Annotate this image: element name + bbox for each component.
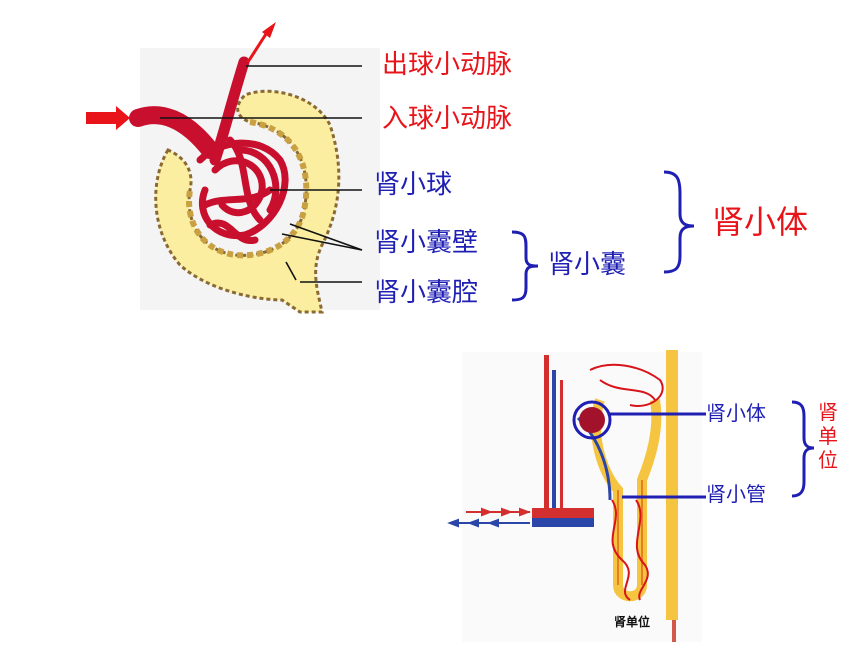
outflow-arrow-icon: [246, 33, 268, 63]
nephron-caption: 肾单位: [614, 615, 651, 629]
vein-flow-arrows: [447, 518, 530, 528]
renal-corpuscle-illustration: [86, 22, 380, 314]
glomerulus-capillaries: [196, 136, 289, 244]
label-capsule-cavity: 肾小囊腔: [374, 278, 479, 308]
top-leader-lines: [160, 65, 363, 283]
label-renal-capsule: 肾小囊: [548, 250, 627, 280]
nephron-char-1: 肾: [818, 400, 838, 424]
bottom-brace: [791, 400, 815, 498]
renal-corpuscle-highlight: [572, 400, 612, 440]
label-efferent-arteriole: 出球小动脉: [382, 50, 513, 80]
top-braces: [511, 170, 695, 302]
label-glomerulus: 肾小球: [374, 170, 453, 200]
label-renal-corpuscle: 肾小体: [712, 203, 809, 241]
label-afferent-arteriole: 入球小动脉: [382, 104, 513, 134]
bottom-leader-lines: [610, 412, 706, 499]
label-renal-tubule: 肾小管: [706, 482, 766, 506]
label-capsule-wall: 肾小囊壁: [374, 228, 479, 258]
artery-flow-arrows: [466, 507, 531, 517]
label-renal-corpuscle-small: 肾小体: [706, 401, 766, 425]
inflow-arrow-icon: [86, 106, 130, 130]
nephron-char-3: 位: [818, 448, 838, 472]
label-nephron-vertical: 肾 单 位: [816, 400, 840, 472]
nephron-char-2: 单: [818, 424, 838, 448]
